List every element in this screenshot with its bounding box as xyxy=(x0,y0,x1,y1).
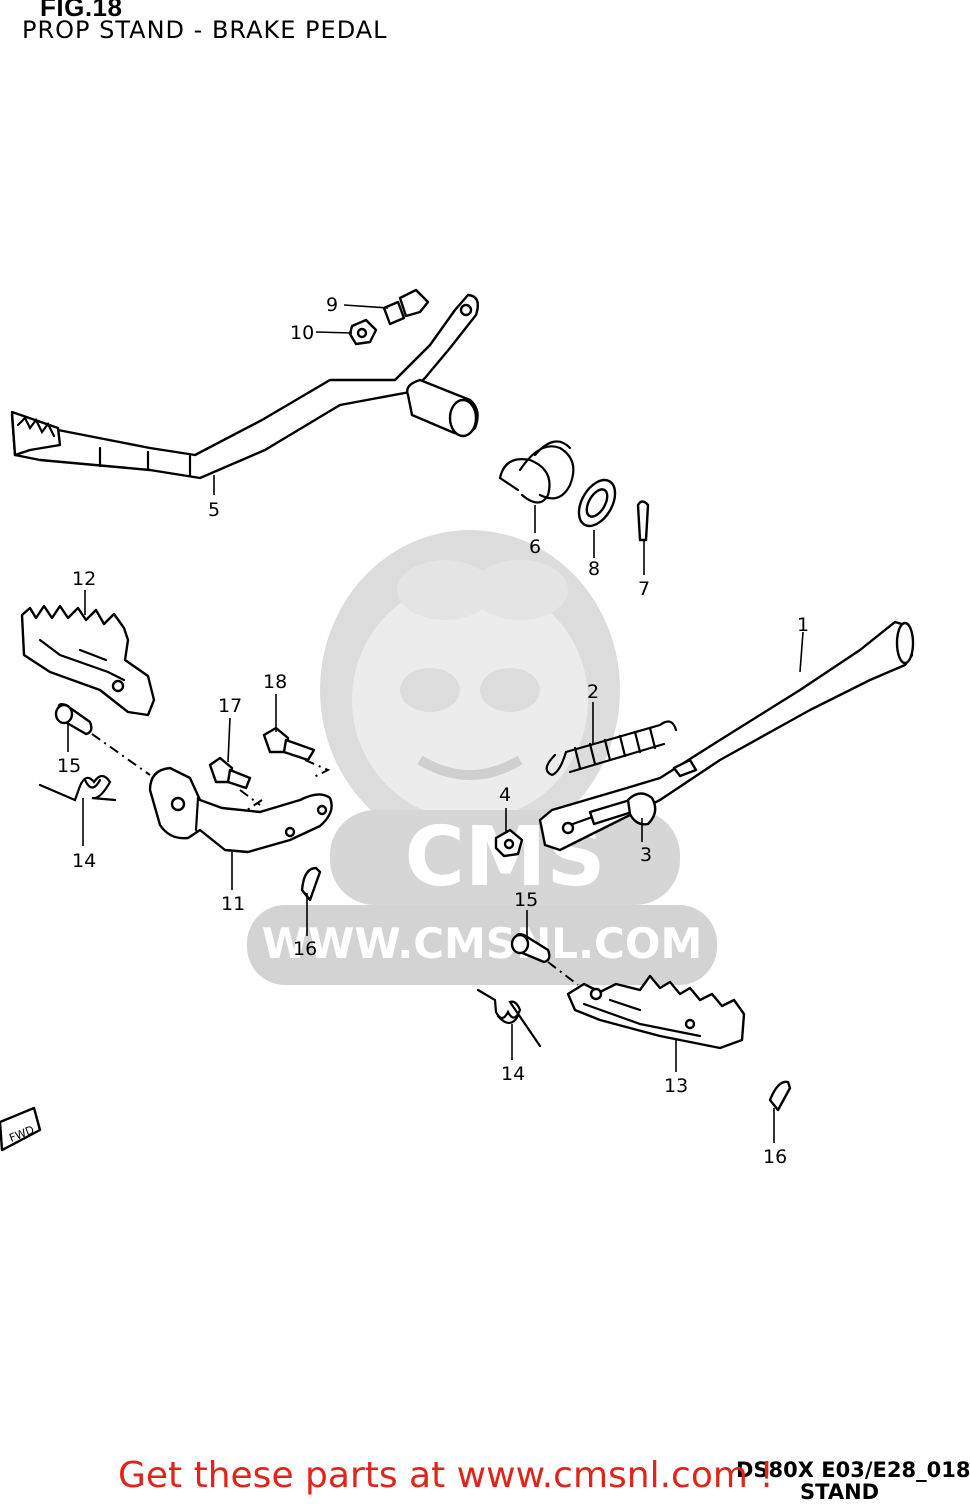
watermark-url: WWW.CMSNL.COM xyxy=(262,919,703,968)
callout-5: 5 xyxy=(208,499,220,521)
callout-7: 7 xyxy=(638,578,650,600)
nut-part-10 xyxy=(348,318,378,346)
callout-10: 10 xyxy=(290,322,314,344)
callout-8: 8 xyxy=(588,558,600,580)
callout-15-right: 15 xyxy=(514,889,538,911)
washer-part-8 xyxy=(577,478,617,528)
callout-14-right: 14 xyxy=(501,1063,525,1085)
callout-18: 18 xyxy=(263,671,287,693)
page-title: PROP STAND - BRAKE PEDAL xyxy=(22,16,388,44)
prop-stand-part-1 xyxy=(538,620,915,852)
callout-3: 3 xyxy=(640,844,652,866)
cotter-pin-part-16-right xyxy=(768,1080,792,1112)
fwd-arrow-icon: FWD xyxy=(0,1106,42,1152)
callout-16-left: 16 xyxy=(293,938,317,960)
spring-part-2 xyxy=(545,720,678,777)
spring-part-14-left xyxy=(38,774,117,802)
callout-14-left: 14 xyxy=(72,850,96,872)
callout-12: 12 xyxy=(72,568,96,590)
cotter-pin-part-7 xyxy=(636,500,650,542)
callout-11: 11 xyxy=(221,893,245,915)
figure-number: FIG.18 xyxy=(40,0,123,22)
callout-16-right: 16 xyxy=(763,1146,787,1168)
bolt-part-3 xyxy=(588,792,657,826)
callout-13: 13 xyxy=(664,1075,688,1097)
bolt-part-9 xyxy=(382,288,430,326)
cotter-pin-part-16-left xyxy=(300,866,322,902)
brake-pedal-part-5 xyxy=(10,293,479,480)
callout-2: 2 xyxy=(587,681,599,703)
bolt-part-18 xyxy=(262,726,316,762)
callouts: 1 2 3 4 5 6 7 8 9 10 11 12 13 14 14 15 1… xyxy=(57,294,809,1168)
cms-logo: CMS xyxy=(330,810,680,905)
parts-diagram: CMS WWW.CMSNL.COM xyxy=(0,288,915,1168)
callout-6: 6 xyxy=(529,536,541,558)
callout-9: 9 xyxy=(326,294,338,316)
callout-1: 1 xyxy=(797,614,809,636)
callout-17: 17 xyxy=(218,695,242,717)
nut-part-4 xyxy=(494,828,524,858)
leader-lines xyxy=(67,304,804,1143)
pin-part-15-left xyxy=(54,702,93,736)
callout-4: 4 xyxy=(499,784,511,806)
bolt-part-17 xyxy=(208,756,252,790)
spring-part-14-right xyxy=(476,988,542,1048)
mascot-icon xyxy=(320,530,620,850)
footer-link[interactable]: Get these parts at www.cmsnl.com ! xyxy=(118,1455,774,1496)
footrest-part-13 xyxy=(566,974,746,1050)
spring-part-6 xyxy=(498,440,575,504)
diagram-code-sub: STAND xyxy=(800,1480,880,1504)
callout-15-left: 15 xyxy=(57,755,81,777)
watermark: CMS WWW.CMSNL.COM xyxy=(247,530,717,985)
diagram-code: DS80X E03/E28_018 xyxy=(736,1458,970,1482)
bracket-part-11 xyxy=(148,766,333,854)
footrest-part-12 xyxy=(20,604,156,717)
pin-part-15-right xyxy=(510,932,551,964)
